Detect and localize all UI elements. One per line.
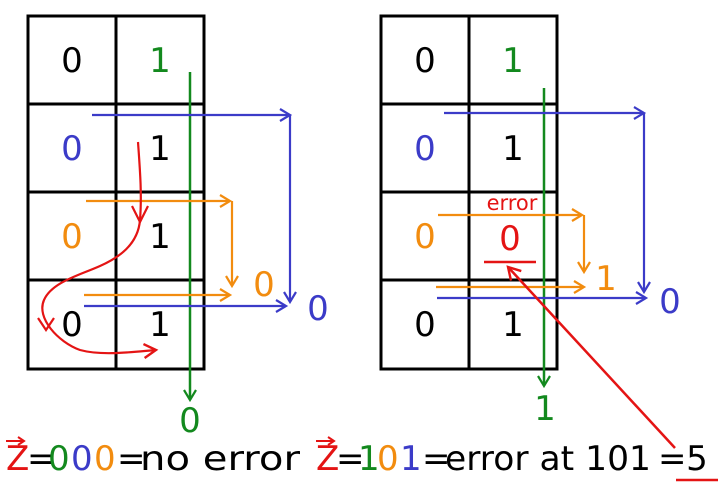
left-bit-3: 0: [94, 439, 116, 479]
right-position: 5: [686, 439, 708, 479]
right-orange-result: 1: [595, 259, 617, 299]
right-parity-arrows: 1 0 1: [436, 88, 681, 449]
right-cell-1-1: 1: [502, 129, 524, 169]
left-cell-0-0: 0: [61, 41, 83, 81]
left-z-symbol: Z: [6, 439, 29, 479]
left-cell-2-1: 1: [149, 217, 171, 257]
right-cell-3-0: 0: [414, 305, 436, 345]
left-grid: 0 1 0 1 0 1 0 1: [26, 14, 206, 371]
right-cell-2-1: 0: [499, 219, 521, 259]
right-cell-3-1: 1: [502, 305, 524, 345]
right-z-symbol: Z: [316, 439, 339, 479]
right-bit-2: 0: [377, 439, 399, 479]
left-cell-2-0: 0: [61, 217, 83, 257]
right-cell-0-1: 1: [502, 41, 524, 81]
right-equals: =: [336, 439, 365, 479]
right-equals-2: =: [422, 439, 451, 479]
left-bit-1: 0: [48, 439, 70, 479]
left-green-result: 0: [179, 401, 201, 441]
right-equation: Z = 1 0 1 = error at 101 = 5: [316, 436, 718, 482]
right-equals-3: =: [658, 439, 687, 479]
right-bit-3: 1: [400, 439, 422, 479]
left-equals: =: [27, 439, 56, 479]
left-result: no error: [140, 439, 300, 479]
right-grid: 0 1 0 1 0 error 0 0 1: [379, 14, 559, 371]
left-blue-result: 0: [307, 289, 329, 329]
left-cell-3-1: 1: [149, 305, 171, 345]
left-red-path: [41, 141, 156, 353]
left-cell-3-0: 0: [61, 305, 83, 345]
left-equation: Z = 0 0 0 = no error: [6, 436, 300, 479]
left-equals-2: =: [117, 439, 146, 479]
right-error-label: error: [487, 191, 538, 215]
left-cell-0-1: 1: [149, 41, 171, 81]
right-green-result: 1: [534, 389, 556, 429]
right-cell-1-0: 0: [414, 129, 436, 169]
left-parity-arrows: 0 0 0: [37, 72, 329, 441]
left-cell-1-0: 0: [61, 129, 83, 169]
right-result: error at 101: [445, 439, 651, 479]
right-red-arrow: [508, 267, 676, 449]
right-cell-0-0: 0: [414, 41, 436, 81]
left-bit-2: 0: [71, 439, 93, 479]
left-cell-1-1: 1: [149, 129, 171, 169]
right-cell-2-0: 0: [414, 217, 436, 257]
right-bit-1: 1: [358, 439, 380, 479]
right-blue-result: 0: [659, 282, 681, 322]
left-orange-result: 0: [253, 265, 275, 305]
